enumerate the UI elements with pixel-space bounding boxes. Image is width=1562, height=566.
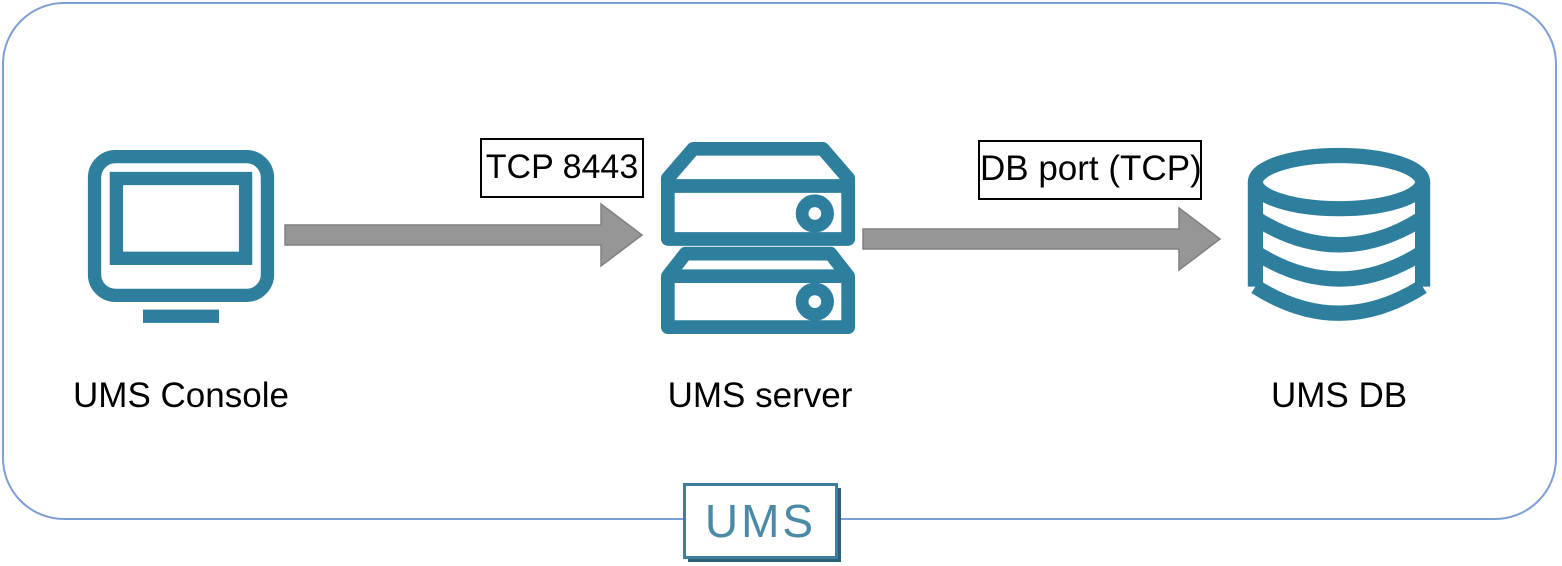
arrow-console-to-server-icon (284, 202, 644, 268)
database-icon (1247, 147, 1431, 321)
server-icon (660, 141, 856, 335)
monitor-icon (87, 150, 275, 323)
node-label-ums-db: UMS DB (1270, 376, 1408, 415)
node-label-ums-console: UMS Console (73, 376, 289, 415)
connection-label-tcp-8443: TCP 8443 (480, 138, 644, 198)
ums-group-badge-label: UMS (704, 495, 817, 547)
ums-group-badge: UMS (683, 483, 838, 559)
arrow-server-to-db-icon (862, 206, 1222, 272)
node-label-ums-server: UMS server (667, 376, 853, 415)
connection-label-db-port: DB port (TCP) (978, 140, 1202, 200)
